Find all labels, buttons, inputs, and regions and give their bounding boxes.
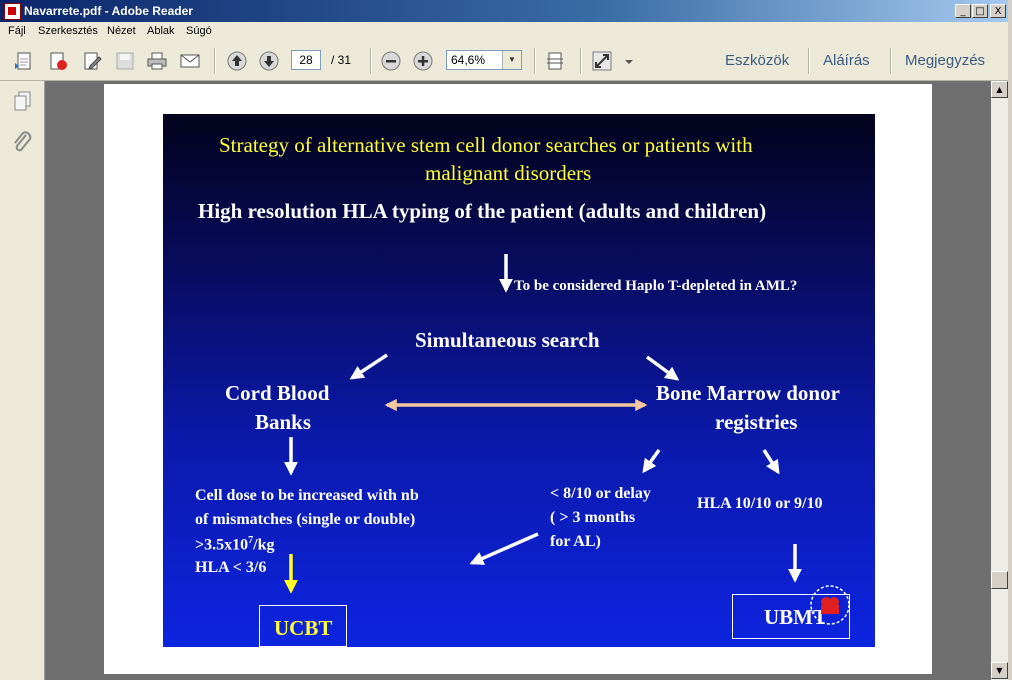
toolbar-separator <box>808 48 810 74</box>
vertical-scrollbar[interactable]: ▲ ▼ <box>991 81 1008 680</box>
zoom-out-icon[interactable] <box>381 51 401 71</box>
cord-blood-line2: Banks <box>255 410 312 434</box>
ubmt-box: UBMT <box>732 585 850 639</box>
slide: Strategy of alternative stem cell donor … <box>163 114 875 647</box>
toolbar-separator <box>214 48 216 74</box>
bone-marrow-line2: registries <box>715 410 798 434</box>
toolbar-separator <box>370 48 372 74</box>
title-bar: Navarrete.pdf - Adobe Reader _ □ X <box>0 0 1012 22</box>
zoom-in-icon[interactable] <box>413 51 433 71</box>
create-pdf-icon[interactable] <box>48 51 68 71</box>
adobe-reader-icon <box>4 3 21 20</box>
arrow-to-bone-marrow <box>645 355 680 381</box>
fullscreen-icon[interactable] <box>592 51 612 71</box>
cell-dose-line2: of mismatches (single or double) <box>195 511 416 528</box>
print-icon[interactable] <box>147 51 167 71</box>
bone-marrow-line1: Bone Marrow donor <box>656 381 840 405</box>
haplo-text: To be considered Haplo T-depleted in AML… <box>514 278 798 294</box>
menu-view[interactable]: Nézet <box>107 25 136 37</box>
cell-dose-line4: HLA < 3/6 <box>195 559 267 576</box>
menu-help[interactable]: Súgó <box>186 25 212 37</box>
next-page-icon[interactable] <box>259 51 279 71</box>
delay-line1: < 8/10 or delay <box>550 485 651 502</box>
delay-line3: for AL) <box>550 533 601 550</box>
chevron-down-icon[interactable]: ▼ <box>502 51 521 69</box>
save-icon[interactable] <box>115 51 135 71</box>
cell-dose-line3: >3.5x107/kg <box>195 535 275 554</box>
registry-logo-icon <box>810 585 850 625</box>
simultaneous-search: Simultaneous search <box>415 328 600 352</box>
edit-icon[interactable] <box>82 51 102 71</box>
flow-arrows <box>284 254 802 594</box>
page-total: / 31 <box>331 53 352 67</box>
menu-edit[interactable]: Szerkesztés <box>38 25 98 37</box>
scroll-up-button[interactable]: ▲ <box>991 81 1008 98</box>
toolbar: 28 / 31 64,6% ▼ Eszközök Aláírás Megjegy… <box>0 41 1012 81</box>
close-button[interactable]: X <box>990 4 1006 18</box>
toolbar-separator <box>580 48 582 74</box>
scroll-thumb[interactable] <box>991 571 1008 589</box>
arrow-to-hla <box>762 449 780 475</box>
ubmt-label: UBMT <box>764 605 827 629</box>
navigation-panel <box>0 81 45 680</box>
chevron-down-icon[interactable] <box>624 51 634 71</box>
previous-page-icon[interactable] <box>227 51 247 71</box>
slide-subtitle: High resolution HLA typing of the patien… <box>198 199 767 223</box>
minimize-button[interactable]: _ <box>955 4 971 18</box>
delay-line2: ( > 3 months <box>550 509 636 526</box>
menu-bar: Fájl Szerkesztés Nézet Ablak Súgó <box>0 22 1012 41</box>
comment-link[interactable]: Megjegyzés <box>905 52 986 69</box>
arrow-delay-to-cord <box>469 532 539 565</box>
menu-window[interactable]: Ablak <box>147 25 175 37</box>
ucbt-label: UCBT <box>274 616 333 640</box>
arrow-to-delay <box>642 448 661 474</box>
toolbar-separator <box>890 48 892 74</box>
tools-link[interactable]: Eszközök <box>725 52 790 69</box>
pages-icon[interactable] <box>12 90 34 112</box>
ucbt-box: UCBT <box>259 605 347 647</box>
email-icon[interactable] <box>180 51 200 71</box>
cell-dose-line1: Cell dose to be increased with nb <box>195 487 419 504</box>
window-border <box>1008 0 1012 680</box>
zoom-select[interactable]: 64,6% ▼ <box>446 50 522 70</box>
page-number-input[interactable]: 28 <box>291 50 321 70</box>
menu-file[interactable]: Fájl <box>8 25 26 37</box>
slide-title-line1: Strategy of alternative stem cell donor … <box>219 133 753 157</box>
scroll-down-button[interactable]: ▼ <box>991 662 1008 679</box>
arrow-to-cord <box>349 353 388 380</box>
toolbar-separator <box>534 48 536 74</box>
zoom-value: 64,6% <box>451 53 486 67</box>
open-icon[interactable] <box>14 51 34 71</box>
pdf-page: Strategy of alternative stem cell donor … <box>104 84 932 674</box>
sign-link[interactable]: Aláírás <box>823 52 870 69</box>
maximize-button[interactable]: □ <box>972 4 988 18</box>
attachment-icon[interactable] <box>12 131 34 157</box>
fit-page-icon[interactable] <box>545 51 565 71</box>
hla-match-text: HLA 10/10 or 9/10 <box>697 495 823 512</box>
slide-title-line2: malignant disorders <box>425 161 592 185</box>
document-area[interactable]: Strategy of alternative stem cell donor … <box>45 81 991 680</box>
window-title: Navarrete.pdf - Adobe Reader <box>24 4 193 18</box>
cord-blood-line1: Cord Blood <box>225 381 330 405</box>
